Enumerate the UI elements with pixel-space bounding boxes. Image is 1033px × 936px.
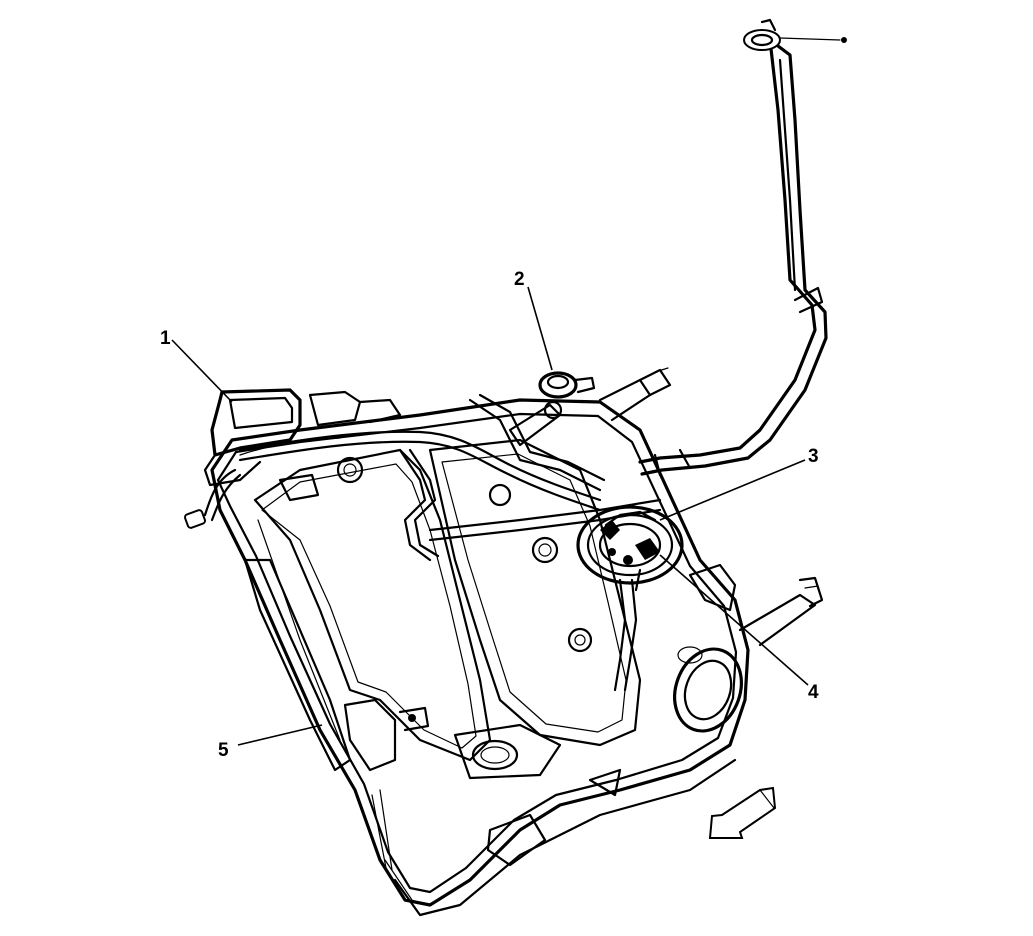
front-direction-arrow-icon — [708, 786, 777, 839]
callout-4: 4 — [808, 682, 819, 703]
callout-5: 5 — [218, 740, 229, 761]
leader-lines — [171, 286, 809, 746]
callout-1: 1 — [160, 328, 171, 349]
fuel-filler-pipe — [638, 18, 847, 477]
leader-2 — [527, 286, 553, 371]
leader-5 — [237, 724, 323, 746]
leader-3 — [659, 459, 806, 521]
mounting-bracket — [738, 576, 824, 647]
wiring-harness — [183, 437, 341, 529]
fuel-pump-module — [576, 505, 684, 592]
callouts: 1 2 3 4 5 — [160, 269, 819, 761]
leader-1 — [171, 339, 233, 403]
evap-canister — [203, 388, 402, 487]
callout-2: 2 — [514, 269, 525, 290]
vent-valve — [508, 367, 672, 447]
leader-4 — [659, 554, 809, 686]
strap-bracket — [343, 698, 430, 772]
fuel-tank — [210, 398, 750, 917]
callout-3: 3 — [808, 446, 819, 467]
